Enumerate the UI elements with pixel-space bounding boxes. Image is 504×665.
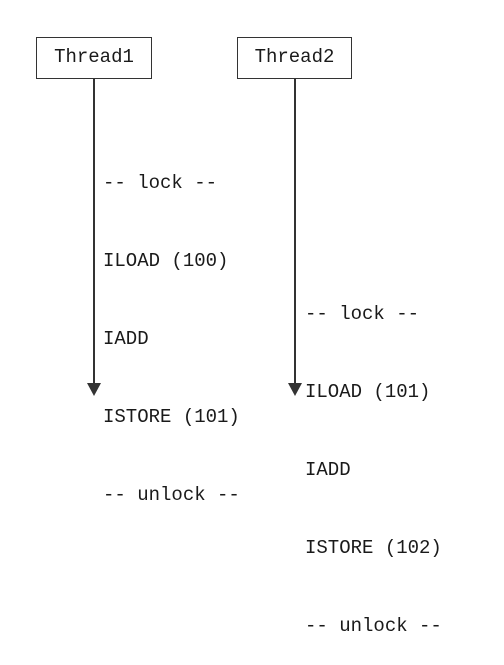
thread1-arrowhead-icon — [87, 383, 101, 396]
thread2-arrowhead-icon — [288, 383, 302, 396]
thread1-box: Thread1 — [36, 37, 152, 79]
thread2-instructions: -- lock -- ILOAD (101) IADD ISTORE (102)… — [305, 249, 442, 665]
thread1-op-iload: ILOAD (100) — [103, 250, 229, 272]
thread2-box: Thread2 — [237, 37, 352, 79]
thread1-label: Thread1 — [54, 46, 134, 68]
thread2-op-istore: ISTORE (102) — [305, 537, 442, 559]
thread1-op-lock: -- lock -- — [103, 172, 218, 194]
thread2-timeline — [294, 79, 296, 384]
thread2-op-iadd: IADD — [305, 459, 351, 481]
thread2-op-lock: -- lock -- — [305, 303, 420, 325]
thread1-timeline — [93, 79, 95, 384]
thread2-op-iload: ILOAD (101) — [305, 381, 431, 403]
thread1-op-istore: ISTORE (101) — [103, 406, 240, 428]
thread2-label: Thread2 — [254, 46, 335, 68]
thread1-op-unlock: -- unlock -- — [103, 484, 240, 506]
thread2-op-unlock: -- unlock -- — [305, 615, 442, 637]
thread1-instructions: -- lock -- ILOAD (100) IADD ISTORE (101)… — [103, 118, 240, 534]
thread1-op-iadd: IADD — [103, 328, 149, 350]
